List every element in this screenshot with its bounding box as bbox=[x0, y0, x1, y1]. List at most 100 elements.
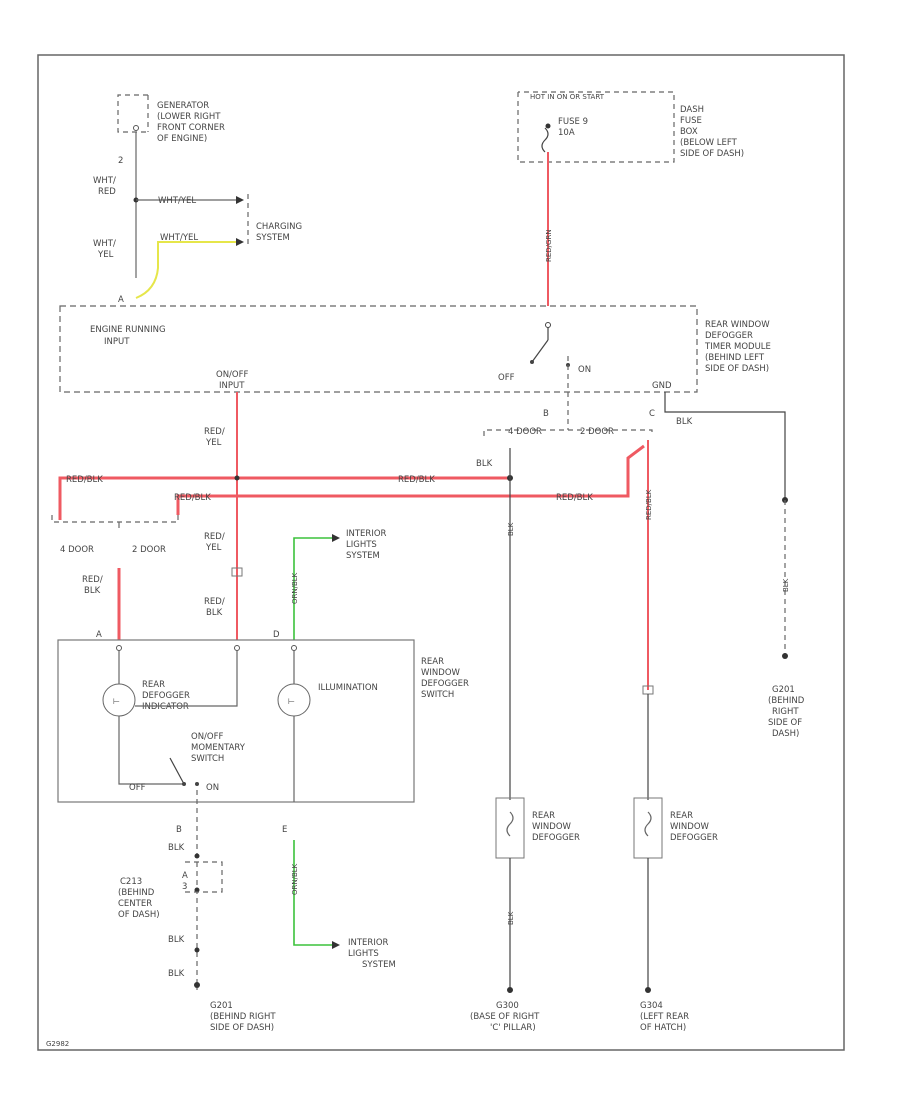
interior1-1: LIGHTS bbox=[346, 540, 377, 550]
wire-label-orn-blk: ORN/BLK bbox=[291, 572, 299, 604]
g201-top-0: G201 bbox=[772, 685, 795, 695]
g300-1: (BASE OF RIGHT bbox=[470, 1012, 540, 1022]
wire-label-red-grn: RED/GRN bbox=[545, 229, 553, 262]
fuse-label-0: FUSE 9 bbox=[558, 117, 588, 127]
timer-gnd: GND bbox=[652, 381, 672, 391]
wire-label-red-blk-left: RED/BLK bbox=[66, 475, 103, 485]
defogger1-1: WINDOW bbox=[532, 822, 572, 832]
g300-2: 'C' PILLAR) bbox=[490, 1023, 536, 1033]
g304-2: OF HATCH) bbox=[640, 1023, 686, 1033]
defogger2-0: REAR bbox=[670, 811, 693, 821]
timer-onoff-0: ON/OFF bbox=[216, 370, 248, 380]
wire-label-blk: BLK bbox=[676, 417, 693, 427]
wire-label-red-yel-0: RED/ bbox=[204, 427, 225, 437]
illumination-label: ILLUMINATION bbox=[318, 683, 378, 693]
timer-module-2: TIMER MODULE bbox=[704, 342, 771, 352]
wire-label-2door: 2 DOOR bbox=[132, 545, 166, 555]
wire-label-wht-red-0: WHT/ bbox=[93, 176, 116, 186]
wire-label-blk-gnd: BLK bbox=[782, 578, 790, 592]
defogger1-2: DEFOGGER bbox=[532, 833, 580, 843]
timer-engine-1: INPUT bbox=[104, 337, 130, 347]
indicator-bulb-icon: ⊢ bbox=[113, 697, 120, 706]
fuse-label-1: 10A bbox=[558, 128, 575, 138]
timer-module-1: DEFOGGER bbox=[705, 331, 753, 341]
g300-0: G300 bbox=[496, 1001, 519, 1011]
indicator-2: INDICATOR bbox=[142, 702, 189, 712]
rear-defogger-switch: REAR WINDOW DEFOGGER SWITCH A D ⊢ REAR D… bbox=[57, 630, 469, 803]
wire-label-wht-yel-branch1: WHT/YEL bbox=[158, 196, 196, 206]
switch-pin-e: E bbox=[282, 825, 287, 835]
switch-name-1: WINDOW bbox=[421, 668, 461, 678]
fuse-panel-1: FUSE bbox=[680, 116, 702, 126]
defogger2-2: DEFOGGER bbox=[670, 833, 718, 843]
wire-label-wht-yel-1: YEL bbox=[97, 250, 114, 260]
wire-label-red-blk-sw-1: BLK bbox=[84, 586, 101, 596]
timer-engine-0: ENGINE RUNNING bbox=[90, 325, 166, 335]
switch-name-3: SWITCH bbox=[421, 690, 454, 700]
timer-module-0: REAR WINDOW bbox=[705, 320, 770, 330]
wire-label-blk-c: BLK bbox=[168, 969, 185, 979]
c213-label-2: CENTER bbox=[118, 899, 152, 909]
g201-1: (BEHIND RIGHT bbox=[210, 1012, 276, 1022]
g201-top-4: DASH) bbox=[772, 729, 799, 739]
switch-name-0: REAR bbox=[421, 657, 444, 667]
g304-1: (LEFT REAR bbox=[640, 1012, 689, 1022]
interior2-2: SYSTEM bbox=[362, 960, 396, 970]
wire-label-wht-red-1: RED bbox=[98, 187, 116, 197]
switch-name-2: DEFOGGER bbox=[421, 679, 469, 689]
defogger2-1: WINDOW bbox=[670, 822, 710, 832]
generator-label-1: (LOWER RIGHT bbox=[157, 112, 221, 122]
wire-label-wht-yel-0: WHT/ bbox=[93, 239, 116, 249]
timer-module: ENGINE RUNNING INPUT REAR WINDOW DEFOGGE… bbox=[59, 305, 771, 393]
charging-label-0: CHARGING bbox=[256, 222, 302, 232]
defogger1-0: REAR bbox=[532, 811, 555, 821]
c213-label-3: OF DASH) bbox=[118, 910, 160, 920]
wire-label-red-yel2-1: YEL bbox=[205, 543, 222, 553]
switch-pin-b: B bbox=[176, 825, 182, 835]
diagram-frame bbox=[37, 54, 845, 1051]
interior2-1: LIGHTS bbox=[348, 949, 379, 959]
g304-0: G304 bbox=[640, 1001, 663, 1011]
generator-pin-top: 2 bbox=[118, 156, 123, 166]
c213-pin-0: A bbox=[182, 871, 188, 881]
c213-label-1: (BEHIND bbox=[118, 888, 155, 898]
figure-code: G2982 bbox=[46, 1040, 69, 1048]
wire-label-red-blk-lower: RED/BLK bbox=[556, 493, 593, 503]
generator-pin-bottom: A bbox=[118, 295, 124, 305]
interior1-2: SYSTEM bbox=[346, 551, 380, 561]
wire-label-4door: 4 DOOR bbox=[60, 545, 94, 555]
generator: GENERATOR (LOWER RIGHT FRONT CORNER OF E… bbox=[117, 94, 225, 166]
fuse-panel-3: (BELOW LEFT bbox=[680, 138, 738, 148]
g201-2: SIDE OF DASH) bbox=[210, 1023, 274, 1033]
timer-onoff-1: INPUT bbox=[219, 381, 245, 391]
wire-label-wht-yel-branch2: WHT/YEL bbox=[160, 233, 198, 243]
fuse-panel-4: SIDE OF DASH) bbox=[680, 149, 744, 159]
timer-pin-c: C bbox=[649, 409, 655, 419]
wire-label-red-blk-main: RED/BLK bbox=[398, 475, 435, 485]
wire-label-red-blk-top: RED/BLK bbox=[174, 493, 211, 503]
c213-label-0: C213 bbox=[120, 877, 142, 887]
wire-label-blk-top: BLK bbox=[476, 459, 493, 469]
g201-top-2: RIGHT bbox=[772, 707, 799, 717]
dash-fuse-box: HOT IN ON OR START FUSE 9 10A DASH FUSE … bbox=[517, 91, 744, 163]
door-select-4: 4 DOOR bbox=[508, 427, 542, 437]
wire-label-red-yel2-0: RED/ bbox=[204, 532, 225, 542]
switch-on: ON bbox=[206, 783, 219, 793]
wire-label-red-yel-1: YEL bbox=[205, 438, 222, 448]
timer-pin-b: B bbox=[543, 409, 549, 419]
g201-top-1: (BEHIND bbox=[768, 696, 805, 706]
wire-label-blk-d1-lower: BLK bbox=[507, 911, 515, 925]
timer-module-4: SIDE OF DASH) bbox=[705, 364, 769, 374]
wire-label-red-blk-sw2-0: RED/ bbox=[204, 597, 225, 607]
indicator-0: REAR bbox=[142, 680, 165, 690]
wire-label-red-blk-right: RED/BLK bbox=[645, 489, 653, 520]
wire-label-red-blk-sw-0: RED/ bbox=[82, 575, 103, 585]
illumination-bulb-icon: ⊢ bbox=[288, 697, 295, 706]
wire-label-blk-d1: BLK bbox=[507, 522, 515, 536]
interior2-0: INTERIOR bbox=[348, 938, 389, 948]
generator-label-2: FRONT CORNER bbox=[157, 123, 225, 133]
switch-pin-a: A bbox=[96, 630, 102, 640]
wire-label-orn-blk2: ORN/BLK bbox=[291, 863, 299, 895]
wire-label-blk-c213: BLK bbox=[168, 843, 185, 853]
